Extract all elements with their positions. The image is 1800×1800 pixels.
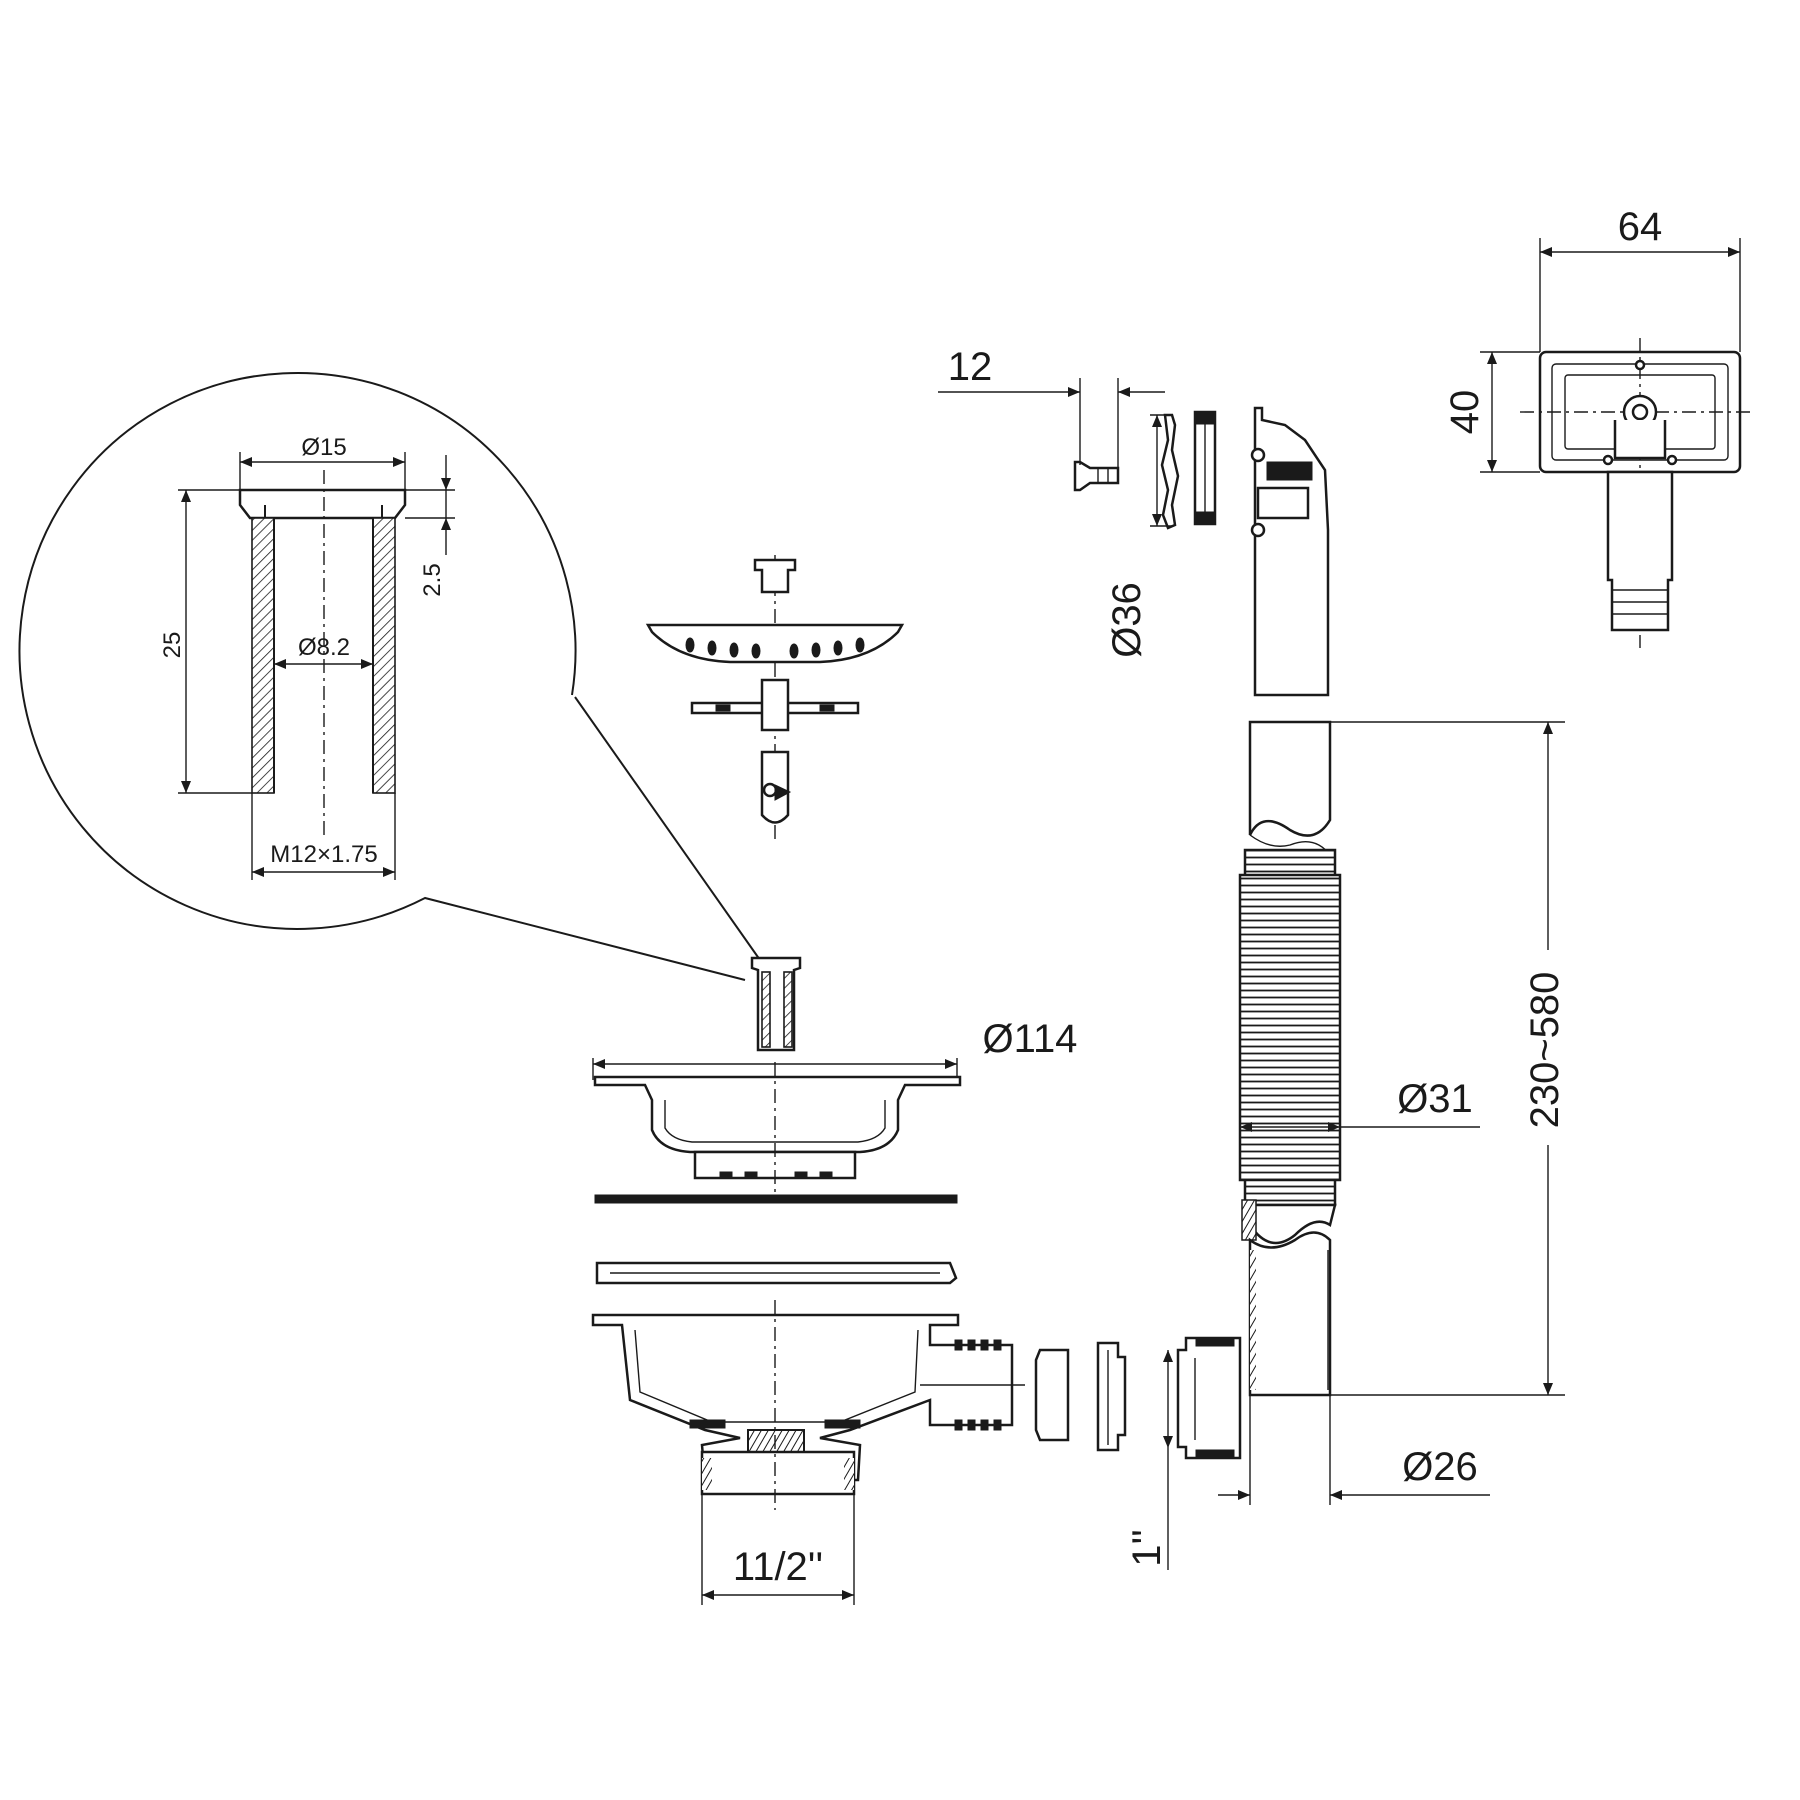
gasket-ring <box>595 1261 958 1285</box>
detail-callout-bushing: Ø15 25 2.5 Ø8.2 M12×1.75 <box>18 371 761 981</box>
dim-diameter-114: Ø114 <box>983 1017 1078 1061</box>
dim-thread-1-inch: 1'' <box>1125 1529 1169 1567</box>
gasket-flat <box>594 1194 958 1204</box>
dim-diameter-26: Ø26 <box>1402 1445 1478 1489</box>
flexible-hose <box>1238 720 1342 1397</box>
dim-group-114: Ø114 <box>592 1017 1078 1080</box>
dim-group-26: Ø26 <box>1218 1395 1490 1505</box>
dim-height-40: 40 <box>1443 390 1487 435</box>
dim-diameter-31: Ø31 <box>1397 1077 1473 1121</box>
dim-diameter-8-2: Ø8.2 <box>298 634 350 661</box>
dim-group-230-580: 230~580 <box>1330 721 1567 1396</box>
dim-flange-2-5: 2.5 <box>419 563 446 596</box>
strainer-bowl <box>593 1062 962 1192</box>
dim-group-64: 64 <box>1539 205 1741 352</box>
dim-group-1-5inch: 11/2'' <box>701 1494 855 1605</box>
dim-group-1inch: 1'' <box>1125 1350 1173 1570</box>
dim-thread-m12: M12×1.75 <box>270 841 377 868</box>
dim-width-64: 64 <box>1618 205 1663 249</box>
bushing-section <box>238 470 407 835</box>
dim-diameter-15: Ø15 <box>301 434 346 461</box>
strainer-assembly-exploded <box>645 555 905 840</box>
outlet-connectors <box>1034 1336 1242 1460</box>
dim-height-25: 25 <box>159 632 186 659</box>
dim-group-31: Ø31 <box>1240 1077 1480 1132</box>
overflow-front-view <box>1520 338 1755 648</box>
dim-group-36: Ø36 <box>1105 414 1172 658</box>
dim-thread-1-5-inch: 11/2'' <box>733 1545 823 1589</box>
overflow-parts-exploded <box>1073 406 1330 697</box>
dim-group-12: 12 <box>938 345 1165 468</box>
dim-width-12: 12 <box>948 345 993 389</box>
bushing-small <box>750 956 802 1052</box>
dim-group-40: 40 <box>1443 351 1540 473</box>
drain-body <box>591 1300 1025 1510</box>
dim-length-230-580: 230~580 <box>1523 972 1567 1129</box>
dim-diameter-36: Ø36 <box>1105 582 1149 658</box>
